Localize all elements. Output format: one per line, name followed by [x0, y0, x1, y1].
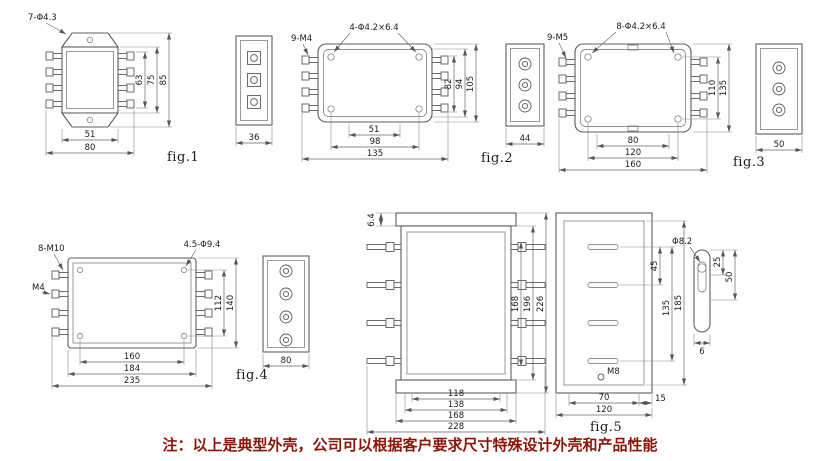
fig5-side-dim-v1: 45 [650, 261, 660, 272]
fig2-side-view: 44 [505, 43, 545, 147]
fig4-dimensions: 112 140 160 184 235 [51, 257, 239, 389]
fig5-side-dim-w2: 120 [596, 405, 612, 415]
fig2-dim-w-overall: 135 [367, 149, 383, 159]
fig5-dim-w2: 138 [448, 400, 464, 410]
fig5-dim-h2: 196 [523, 296, 533, 312]
fig4-stud-note: 8-M10 [38, 244, 65, 254]
fig4-dim-side-width: 80 [281, 356, 292, 366]
fig5-side-dim-v3: 185 [674, 295, 684, 311]
fig4-dim-w-overall: 235 [124, 376, 140, 386]
fig2-front-view [301, 43, 449, 123]
fig1-dim-h-inner: 63 [135, 75, 145, 86]
fig5-side-dim-v2: 135 [662, 300, 672, 316]
fig3-dim-side-width: 50 [774, 140, 785, 150]
fig5-front-dimensions: 6.4 168 196 226 118 138 168 228 [366, 212, 549, 435]
fig5-group: 6.4 168 196 226 118 138 168 228 [366, 212, 738, 435]
fig5-dim-w1: 118 [448, 389, 464, 399]
fig5-caption: fig.5 [590, 420, 622, 435]
fig3-dim-w-overall: 160 [625, 160, 641, 170]
fig3-front-view [558, 43, 708, 133]
fig1-dim-h-body: 75 [147, 75, 157, 86]
fig2-dim-w-inner: 51 [369, 125, 380, 135]
fig5-front-view [366, 212, 546, 394]
fig2-group: 4-Φ4.2×6.4 9-M4 82 94 105 51 98 135 fig.… [291, 23, 545, 166]
fig3-caption: fig.3 [733, 155, 765, 170]
fig4-dim-w-inner: 160 [124, 352, 140, 362]
fig5-detail-hole-note: Φ8.2 [672, 237, 692, 247]
fig1-hole-note: 7-Φ4.3 [28, 13, 57, 23]
fig2-hole-note: 4-Φ4.2×6.4 [349, 23, 398, 33]
fig2-dim-h-inner: 82 [444, 79, 454, 90]
fig5-side-dim-edge: 15 [655, 394, 666, 404]
fig1-caption: fig.1 [167, 150, 199, 165]
fig2-dim-h-mid: 94 [455, 79, 465, 90]
fig5-detail-view: Φ8.2 25 50 6 [672, 237, 738, 357]
fig4-terminal-note: M4 [32, 283, 45, 293]
fig1-front-view [45, 32, 135, 128]
fig5-detail-dim-d1: 25 [713, 257, 723, 268]
fig4-front-view [51, 257, 213, 349]
fig3-side-view: 50 [755, 43, 803, 153]
fig5-dim-h3: 226 [536, 296, 546, 312]
fig3-dim-w-mid: 120 [625, 148, 641, 158]
fig1-dim-w-overall: 80 [85, 143, 96, 153]
fig5-side-view: M8 [555, 212, 653, 394]
fig4-hole-note: 4.5-Φ9.4 [184, 240, 221, 250]
fig1-dim-side-width: 36 [249, 133, 260, 143]
fig5-side-stud-note: M8 [607, 367, 620, 377]
fig5-dim-w4: 228 [448, 422, 464, 432]
fig4-side-view: 80 [262, 255, 310, 369]
fig1-group: 7-Φ4.3 63 75 85 51 80 fig.1 36 [28, 13, 273, 165]
fig2-dim-h-overall: 105 [466, 76, 476, 92]
fig1-dim-h-overall: 85 [159, 75, 169, 86]
fig1-side-view: 36 [235, 35, 273, 146]
footer-note: 注：以上是典型外壳，公司可以根据客户要求尺寸特殊设计外壳和产品性能 [162, 436, 658, 454]
fig5-dim-flange: 6.4 [367, 213, 377, 227]
fig5-dim-h1: 168 [511, 296, 521, 312]
fig5-detail-dim-d3: 6 [699, 347, 704, 357]
fig2-dim-side-width: 44 [520, 134, 531, 144]
fig4-caption: fig.4 [236, 368, 268, 383]
fig3-dim-w-inner: 80 [628, 136, 639, 146]
fig1-dimensions: 63 75 85 51 80 [45, 32, 172, 156]
fig5-dim-w3: 168 [448, 411, 464, 421]
fig2-dimensions: 82 94 105 51 98 135 [301, 43, 479, 162]
fig3-group: 8-Φ4.2×6.4 9-M5 110 135 80 120 160 fig.3 [547, 22, 803, 173]
fig3-hole-note: 8-Φ4.2×6.4 [616, 22, 665, 32]
fig2-stud-note: 9-M4 [291, 34, 312, 44]
fig2-dim-w-mid: 98 [370, 137, 381, 147]
fig3-dim-h-mid: 110 [708, 80, 718, 96]
fig2-caption: fig.2 [481, 151, 513, 166]
fig4-dim-h-overall: 140 [226, 295, 236, 311]
fig3-dimensions: 110 135 80 120 160 [558, 43, 732, 173]
fig5-detail-dim-d2: 50 [725, 272, 735, 283]
fig5-side-dim-w1: 70 [599, 393, 610, 403]
fig3-stud-note: 9-M5 [547, 33, 568, 43]
fig4-group: 8-M10 4.5-Φ9.4 M4 112 140 160 184 235 fi… [32, 240, 310, 389]
fig4-dim-w-mid: 184 [124, 364, 140, 374]
fig1-dim-w-body: 51 [85, 130, 96, 140]
fig4-dim-h-mid: 112 [214, 295, 224, 311]
fig5-side-dimensions: 45 135 185 70 15 120 [555, 220, 687, 418]
fig3-dim-h-overall: 135 [719, 80, 729, 96]
